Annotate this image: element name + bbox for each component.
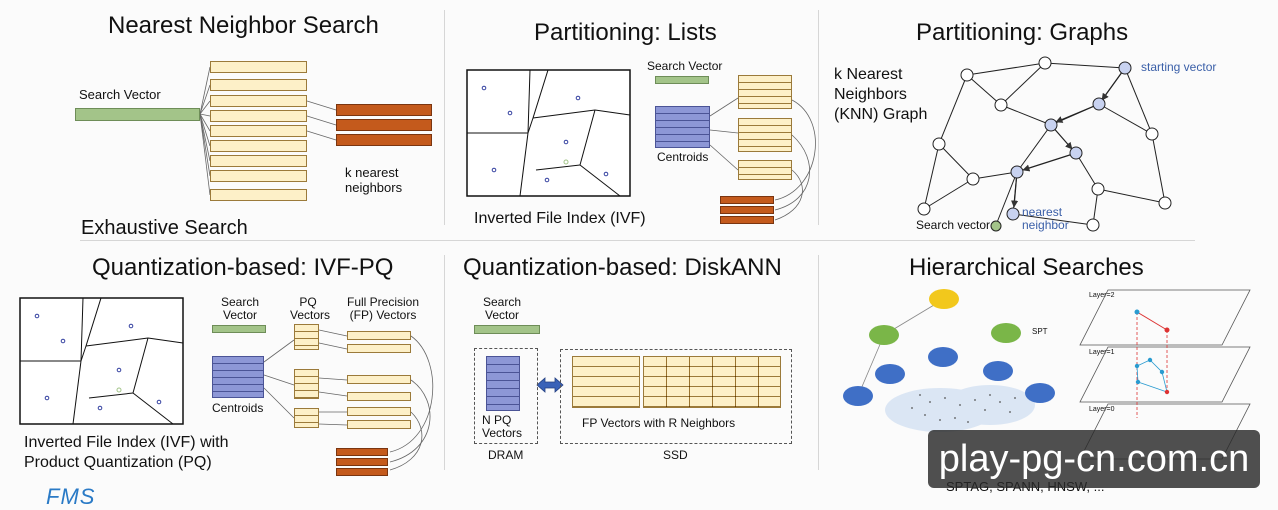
nn-db-vector [210,61,307,73]
title-partitioning-graphs: Partitioning: Graphs [916,19,1129,46]
nn-db-vector [210,189,307,201]
graphs-nearest-neighbor-label: nearest neighbor [1022,205,1069,232]
ssd-fp-r-label: FP Vectors with R Neighbors [582,416,736,430]
dram-pq-vectors-block [486,356,520,411]
ivfpq-lines [263,329,434,471]
ssd-fp-vectors [572,356,640,408]
nn-search-vector-label: Search Vector [79,87,161,102]
ivfpq-centroids-label: Centroids [212,401,264,415]
ivfpq-search-vector-label: Search Vector [220,295,260,322]
ssd-neighbor-grid [643,356,781,408]
layer1-label: Layer=1 [1089,349,1115,356]
lists-posting-list-1 [738,75,792,109]
spt-label: SPT [1032,327,1048,336]
nn-exhaustive-search-label: Exhaustive Search [81,217,248,239]
voronoi-ivfpq [19,297,184,425]
lists-search-vector-label: Search Vector [647,59,723,73]
ssd-box [560,349,792,444]
title-hierarchical-searches: Hierarchical Searches [909,254,1144,281]
title-nearest-neighbor-search: Nearest Neighbor Search [108,12,379,39]
nn-db-vector [210,140,307,152]
hnsw-layers [1079,289,1251,460]
dram-ssd-arrow [536,377,564,393]
ivfpq-pq-vectors-label: PQ Vectors [290,295,331,322]
lists-posting-list-2 [738,118,792,152]
dram-label: DRAM [488,448,524,462]
ivfpq-search-vector-bar [212,325,266,333]
ivfpq-fp-vector [347,375,411,384]
graphs-knn-label: k Nearest Neighbors (KNN) Graph [834,66,928,123]
ivfpq-fp-vector [347,344,411,353]
knn-graph-edges [923,62,1166,226]
title-partitioning-lists: Partitioning: Lists [534,19,717,46]
layer2-label: Layer=2 [1089,292,1115,299]
layer0-label: Layer=0 [1089,406,1115,413]
ivfpq-caption: Inverted File Index (IVF) with Product Q… [24,434,229,471]
ivfpq-pq-list-3 [294,408,319,428]
ivfpq-fp-vector [347,407,411,416]
watermark-overlay: play-pg-cn.com.cn [928,430,1260,488]
title-ivf-pq: Quantization-based: IVF-PQ [92,254,394,281]
divider-vertical-1 [444,10,445,225]
divider-vertical-4 [818,255,819,470]
nn-db-vector [210,110,307,122]
nn-db-vector [210,79,307,91]
nn-search-vector-bar [75,108,200,121]
ivfpq-fp-vector [347,331,411,340]
ivfpq-result-vector [336,458,388,466]
nn-db-vector [210,125,307,137]
dram-box [474,348,538,444]
graphs-search-vector-label: Search vector [916,218,991,232]
nn-db-vector [210,95,307,107]
ivfpq-pq-list-2 [294,369,319,399]
nn-k-nearest-label: k nearest neighbors [345,165,403,195]
lists-centroids-block [655,106,710,148]
voronoi-ivf [466,69,631,197]
lists-posting-list-3 [738,160,792,180]
ssd-label: SSD [663,448,688,462]
nn-result-vector [336,104,432,116]
divider-vertical-2 [818,10,819,225]
ivfpq-centroids-block [212,356,264,398]
fms-logo: FMS [46,484,96,509]
spt-tree [843,289,1055,432]
divider-vertical-3 [444,255,445,470]
knn-search-path [1010,67,1126,208]
lists-result-vector [720,216,774,224]
graphs-starting-vector-label: starting vector [1141,60,1217,74]
ivfpq-pq-list-1 [294,324,319,350]
lists-result-vector [720,196,774,204]
nn-db-vector [210,155,307,167]
title-diskann: Quantization-based: DiskANN [463,254,782,281]
divider-horizontal [80,240,1195,241]
dram-npq-label: N PQ Vectors [482,413,523,440]
nn-result-vector [336,119,432,131]
lists-centroids-label: Centroids [657,150,709,164]
diskann-search-vector-label: Search Vector [482,295,522,322]
diskann-search-vector-bar [474,325,540,334]
ivfpq-fp-vectors-label: Full Precision (FP) Vectors [346,295,420,322]
lists-result-vector [720,206,774,214]
ivfpq-fp-vector [347,420,411,429]
nn-result-vector [336,134,432,146]
ivfpq-result-vector [336,468,388,476]
knn-graph-nodes [917,56,1172,232]
lists-ivf-caption: Inverted File Index (IVF) [474,210,646,227]
ivfpq-result-vector [336,448,388,456]
ivfpq-fp-vector [347,392,411,401]
lists-search-vector-bar [655,76,709,84]
lists-lines [709,97,816,221]
fan-lines [199,66,337,196]
nn-db-vector [210,170,307,182]
